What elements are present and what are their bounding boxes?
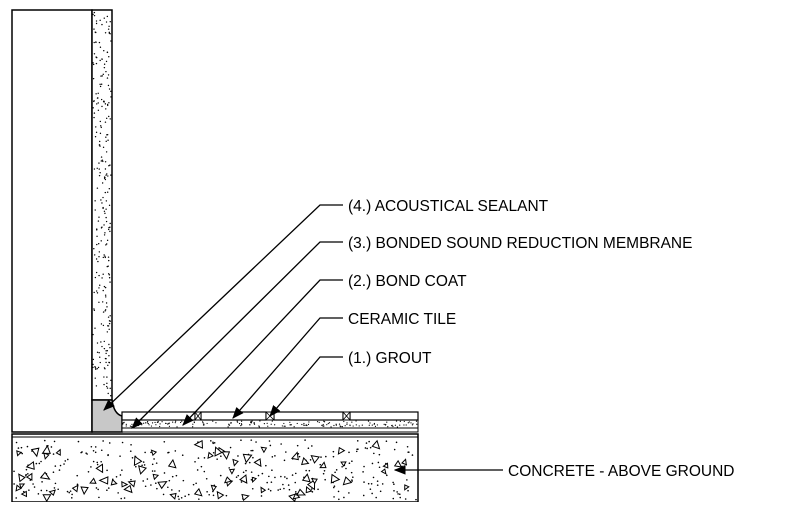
wall-finish-stipple — [92, 11, 112, 397]
leader-sound-membrane — [131, 241, 343, 429]
label-sound-membrane: (3.) BONDED SOUND REDUCTION MEMBRANE — [348, 235, 692, 252]
grout-joint — [342, 411, 351, 421]
concrete-aggregate — [13, 439, 417, 502]
leader-grout — [269, 356, 343, 417]
grout-joint — [194, 411, 202, 421]
label-bond-coat: (2.) BOND COAT — [348, 273, 467, 290]
ceramic-tile-piece — [121, 411, 196, 421]
label-grout: (1.) GROUT — [348, 350, 432, 367]
bond-coat-bed — [121, 419, 419, 433]
acoustical-sealant-shape — [91, 399, 123, 433]
ceramic-tile-piece — [349, 411, 419, 421]
label-concrete: CONCRETE - ABOVE GROUND — [508, 463, 735, 480]
leader-ceramic-tile — [232, 317, 343, 419]
leader-bond-coat — [182, 279, 343, 426]
leader-lines — [103, 204, 503, 475]
bond-coat-stipple — [122, 420, 418, 428]
ceramic-tile-piece — [200, 411, 267, 421]
label-ceramic-tile: CERAMIC TILE — [348, 311, 456, 328]
concrete-slab — [11, 433, 419, 503]
ceramic-tile-piece — [273, 411, 344, 421]
label-acoustical-sealant: (4.) ACOUSTICAL SEALANT — [348, 198, 549, 215]
wall-board — [11, 9, 93, 433]
leader-acoustical-sealant — [103, 204, 343, 411]
